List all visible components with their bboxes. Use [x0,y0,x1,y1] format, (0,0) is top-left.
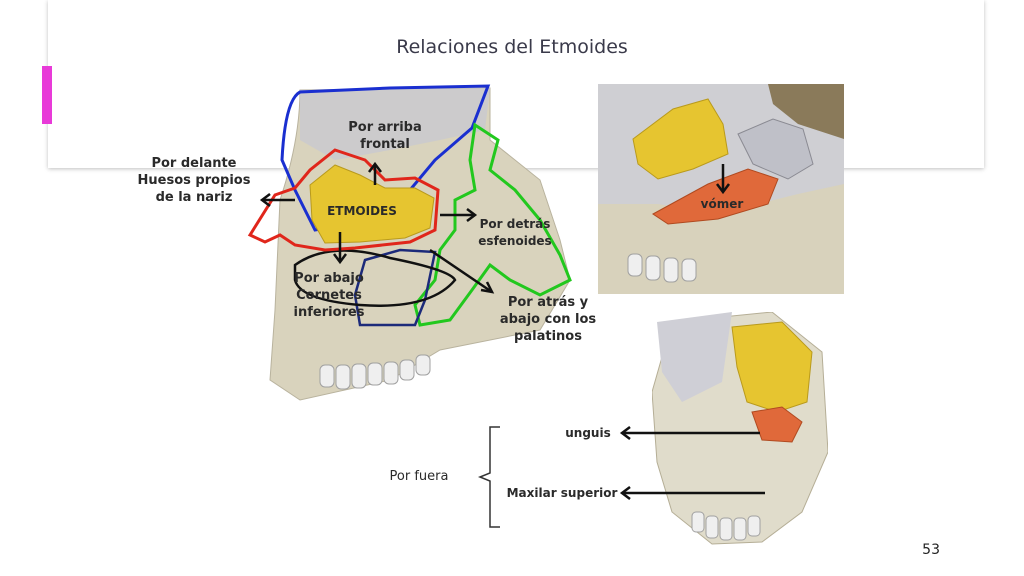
green-outline [413,122,572,327]
label-vomer: vómer [700,197,744,211]
label-unguis: unguis [565,426,611,440]
label-por-atras-abajo: Por atrás y abajo con los palatinos [499,295,597,344]
label-por-detras: Por detrás esfenoides [478,217,552,248]
label-por-fuera: Por fuera [389,469,449,484]
ethmoid-yellow-small [731,321,813,413]
bracket-brace [477,426,500,528]
red-outline [247,148,440,252]
unguis-region [751,406,803,443]
vomer-arrow [716,164,730,195]
teeth-bottom [691,511,761,541]
accent-bar [42,66,52,124]
right-bottom-skull-figure [652,312,828,545]
bone-upper [300,88,490,160]
black-outline [293,249,457,307]
label-por-arriba: Por arriba frontal [348,120,422,152]
blue-outline-bottom [353,248,437,327]
arrows [259,161,495,294]
upper-grey [657,312,732,402]
teeth-right [627,253,697,283]
brown-region [768,84,844,139]
sphenoid-region [737,118,814,180]
teeth [319,354,431,390]
right-bottom-arrows [619,426,765,500]
main-skull-figure [247,84,572,401]
page-number: 53 [922,542,940,558]
label-etmoides: ETMOIDES [327,204,397,218]
yellow-region [632,98,729,180]
label-por-delante: Por delante Huesos propios de la nariz [137,156,251,205]
right-top-skull-figure [598,84,844,294]
ethmoid-yellow [309,164,435,244]
slide-title: Relaciones del Etmoides [396,36,628,58]
label-por-abajo: Por abajo Cornetes inferiores [293,271,365,320]
vomer-region [652,168,779,225]
label-maxilar-superior: Maxilar superior [506,486,618,500]
